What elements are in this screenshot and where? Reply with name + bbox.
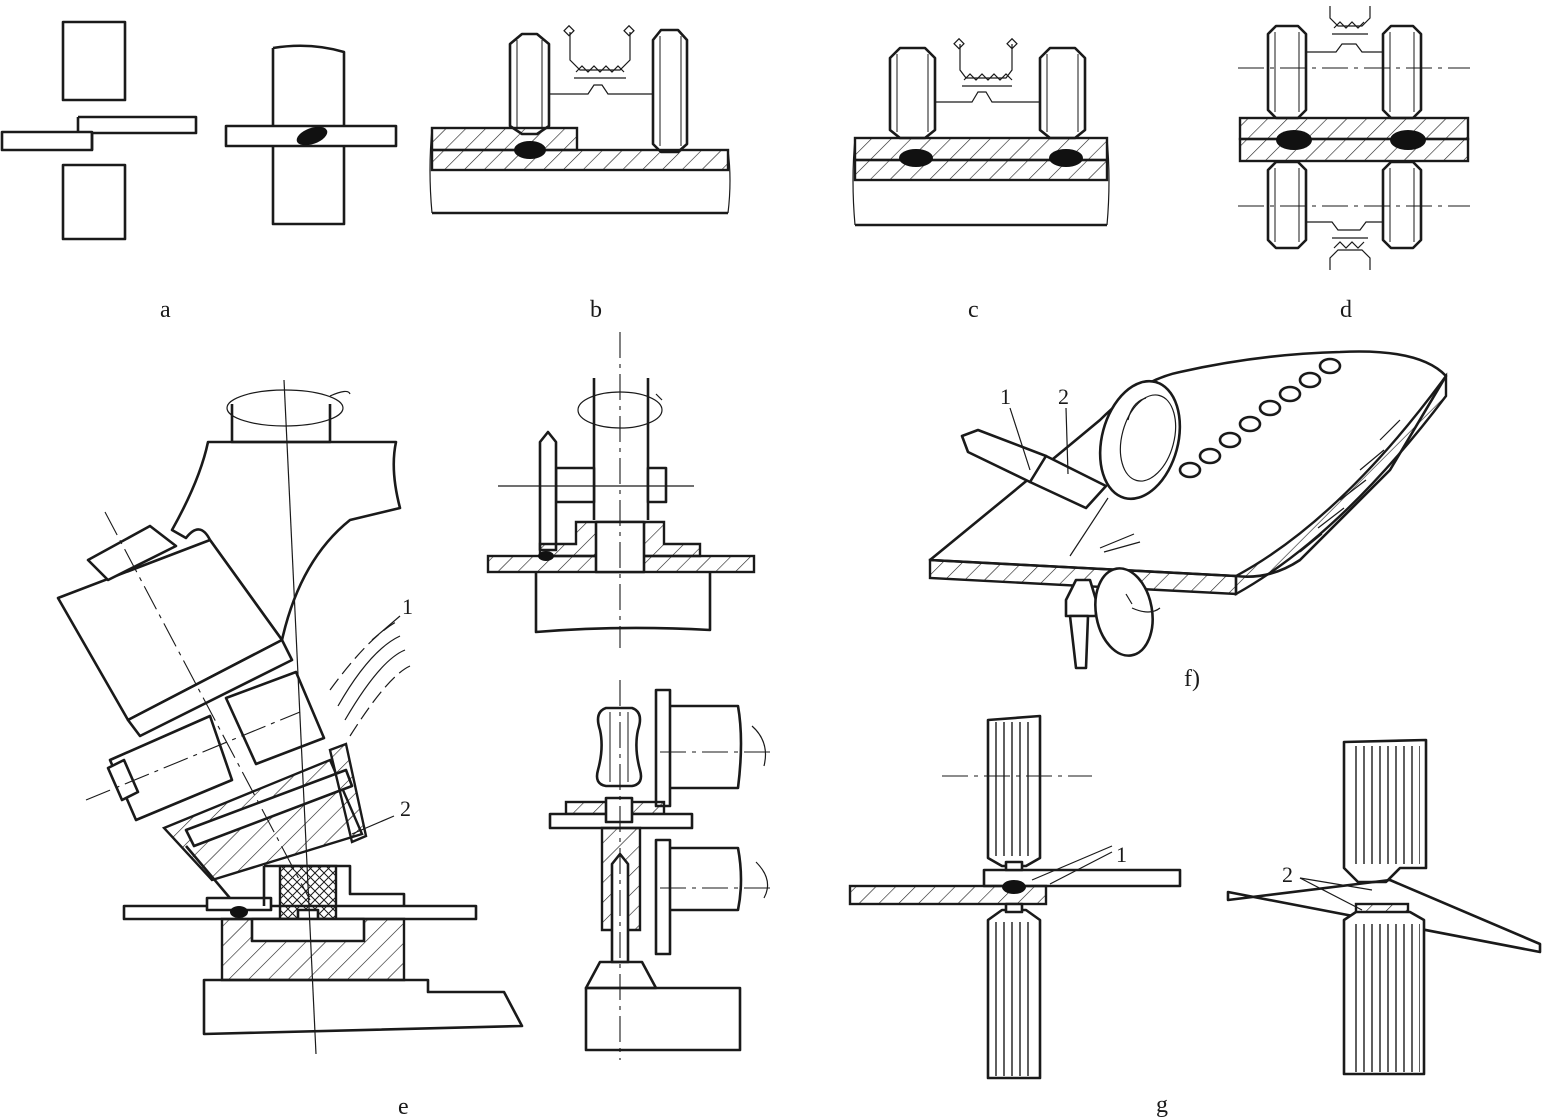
panel-f-drawing — [928, 350, 1448, 670]
panel-e-bottom-middle-drawing — [548, 680, 770, 1060]
panel-d-drawing — [1238, 6, 1470, 270]
panel-c-label: c — [968, 297, 979, 323]
panel-e-callout-1: 1 — [402, 594, 413, 619]
panel-f-label: f) — [1184, 666, 1200, 692]
panel-b-drawing — [429, 24, 731, 215]
panel-e-main-drawing — [56, 379, 524, 1055]
panel-a-drawing — [0, 20, 398, 241]
panel-e-top-middle-drawing — [486, 332, 756, 648]
panel-f-callout-2: 2 — [1058, 384, 1069, 409]
panel-g-callout-2: 2 — [1282, 862, 1293, 887]
seam-beads — [1178, 357, 1342, 479]
panel-g-drawing — [848, 714, 1542, 1080]
panel-e-callout-2: 2 — [400, 796, 411, 821]
panel-d-label: d — [1340, 297, 1352, 323]
panel-g-callout-1: 1 — [1116, 842, 1127, 867]
panel-e-label: e — [398, 1094, 409, 1117]
panel-f-callout-1: 1 — [1000, 384, 1011, 409]
panel-c-drawing — [852, 37, 1110, 227]
panel-b-label: b — [590, 297, 602, 323]
panel-a-label: a — [160, 297, 171, 323]
panel-g-label: g — [1156, 1092, 1168, 1117]
